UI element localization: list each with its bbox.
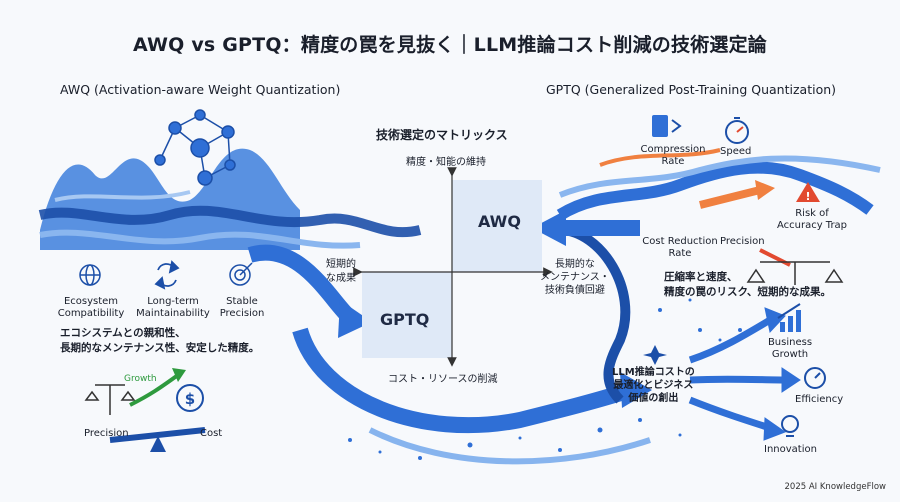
sparkle-icon <box>643 345 667 365</box>
cost-label: Cost <box>200 428 223 439</box>
page-title: AWQ vs GPTQ：精度の罠を見抜く｜LLM推論コスト削減の技術選定論 <box>132 34 768 56</box>
matrix-right-axis: 長期的な メンテナンス・ 技術負債回避 <box>540 259 610 296</box>
right-wave-graphic <box>556 148 881 267</box>
gptq-summary-line2: 精度の罠のリスク、短期的な成果。 <box>664 286 832 298</box>
outgoing-arrows <box>688 307 801 441</box>
innovation-label: Innovation <box>764 444 817 455</box>
balance-scale-icon <box>84 384 136 415</box>
feature-precision-label: Stable Precision <box>219 296 265 319</box>
matrix-title: 技術選定のマトリックス <box>376 128 508 142</box>
efficiency-label: Efficiency <box>795 394 844 405</box>
refresh-icon <box>154 260 180 290</box>
center-bottom-text: LLM推論コストの 最適化とビジネス 価値の創出 <box>612 367 695 404</box>
particle-dots <box>348 298 742 460</box>
growth-arrow <box>129 368 186 407</box>
growth-label: Growth <box>124 374 157 384</box>
svg-text:!: ! <box>805 190 810 203</box>
flow-arrows <box>247 210 652 465</box>
matrix-graphic <box>353 167 553 367</box>
target-icon <box>229 262 253 286</box>
compression-rate-label: Compression Rate <box>640 144 706 167</box>
precision-label-right: Precision <box>720 236 765 247</box>
cost-reduction-label: Cost Reduction Rate <box>642 236 718 259</box>
gptq-header: GPTQ (Generalized Post-Training Quantiza… <box>546 82 837 97</box>
awq-summary-line1: エコシステムとの親和性、 <box>60 327 186 339</box>
precision-label-left: Precision <box>84 428 129 439</box>
matrix-bottom-axis: コスト・リソースの削減 <box>388 374 498 385</box>
matrix-left-axis: 短期的 な成果 <box>326 259 356 284</box>
feature-maintainability-label: Long-term Maintainability <box>136 296 210 319</box>
matrix-top-axis: 精度・知能の維持 <box>406 157 486 168</box>
speed-label: Speed <box>720 146 752 157</box>
business-growth-label: Business Growth <box>767 337 813 360</box>
network-graphic <box>154 109 236 186</box>
awq-header: AWQ (Activation-aware Weight Quantizatio… <box>60 82 341 97</box>
left-wave-graphic <box>38 148 422 250</box>
awq-quadrant-label: AWQ <box>478 212 521 231</box>
dollar-coin-icon: $ <box>176 384 204 412</box>
compression-icon <box>652 115 682 137</box>
lightbulb-icon <box>781 415 799 437</box>
stopwatch-icon <box>725 117 749 144</box>
right-scale-icon <box>746 261 844 285</box>
feature-ecosystem-label: Ecosystem Compatibility <box>57 296 125 319</box>
risk-label: Risk of Accuracy Trap <box>776 208 848 231</box>
gptq-quadrant-label: GPTQ <box>380 310 430 329</box>
gptq-summary-line1: 圧縮率と速度、 <box>664 271 738 283</box>
efficiency-stopwatch-icon <box>804 367 826 389</box>
awq-summary-line2: 長期的なメンテナンス性、安定した精度。 <box>60 342 260 354</box>
footer-credit: 2025 AI KnowledgeFlow <box>784 482 887 492</box>
seesaw-icon <box>109 427 206 452</box>
globe-icon <box>79 264 101 286</box>
warning-icon: ! <box>796 182 820 203</box>
svg-text:$: $ <box>185 390 195 408</box>
bar-chart-icon <box>777 303 801 332</box>
